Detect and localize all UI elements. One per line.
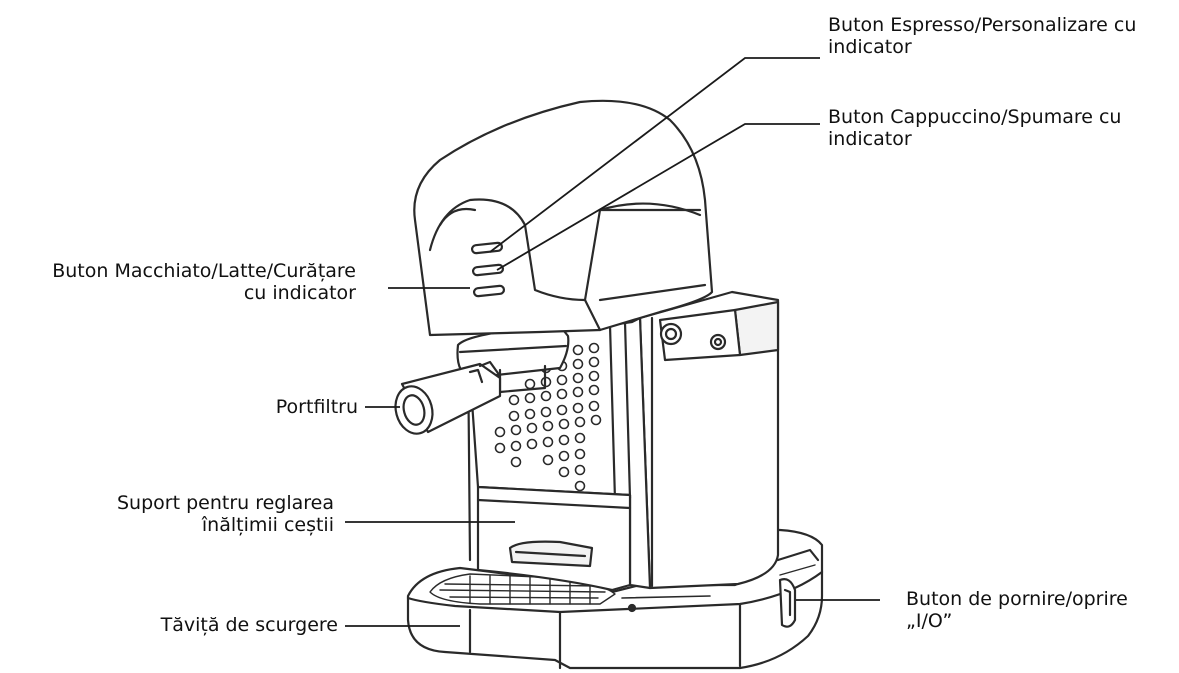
water-tank (638, 290, 780, 590)
label-macchiato-line2: cu indicator (243, 282, 356, 304)
top-housing (413, 99, 714, 337)
label-portafilter-line1: Portfiltru (275, 396, 358, 418)
label-cappuccino-line2: indicator (828, 128, 912, 150)
label-cappuccino-button: Buton Cappuccino/Spumare cu indicator (828, 106, 1121, 150)
power-switch (778, 578, 797, 628)
leader-line-cappuccino (496, 123, 820, 271)
leader-line-espresso (489, 57, 820, 253)
ventilation-dots (494, 342, 602, 492)
label-power-button: Buton de pornire/oprire „I/O” (906, 588, 1128, 632)
front-buttons (470, 241, 506, 298)
portafilter-handle (394, 360, 502, 435)
machine-base (406, 528, 824, 670)
label-cup-support-line1: Suport pentru reglarea (116, 492, 334, 514)
label-cup-support-line2: înălțimii ceștii (201, 514, 334, 536)
cup-support (476, 485, 632, 592)
label-espresso-line1: Buton Espresso/Personalizare cu (828, 14, 1137, 36)
label-portafilter: Portfiltru (200, 396, 358, 418)
espresso-machine-illustration (394, 99, 824, 670)
label-cappuccino-line1: Buton Cappuccino/Spumare cu (828, 106, 1122, 128)
label-drip-tray-line1: Tăviță de scurgere (160, 614, 338, 636)
label-drip-tray: Tăviță de scurgere (100, 614, 338, 636)
label-espresso-line2: indicator (828, 36, 912, 58)
label-power-line2: „I/O” (906, 610, 953, 632)
label-espresso-button: Buton Espresso/Personalizare cu indicato… (828, 14, 1136, 58)
label-macchiato-button: Buton Macchiato/Latte/Curățare cu indica… (8, 260, 356, 304)
label-power-line1: Buton de pornire/oprire (906, 588, 1128, 610)
label-macchiato-line1: Buton Macchiato/Latte/Curățare (52, 260, 356, 282)
leader-lines (345, 57, 880, 627)
label-cup-support: Suport pentru reglarea înălțimii ceștii (50, 492, 334, 536)
